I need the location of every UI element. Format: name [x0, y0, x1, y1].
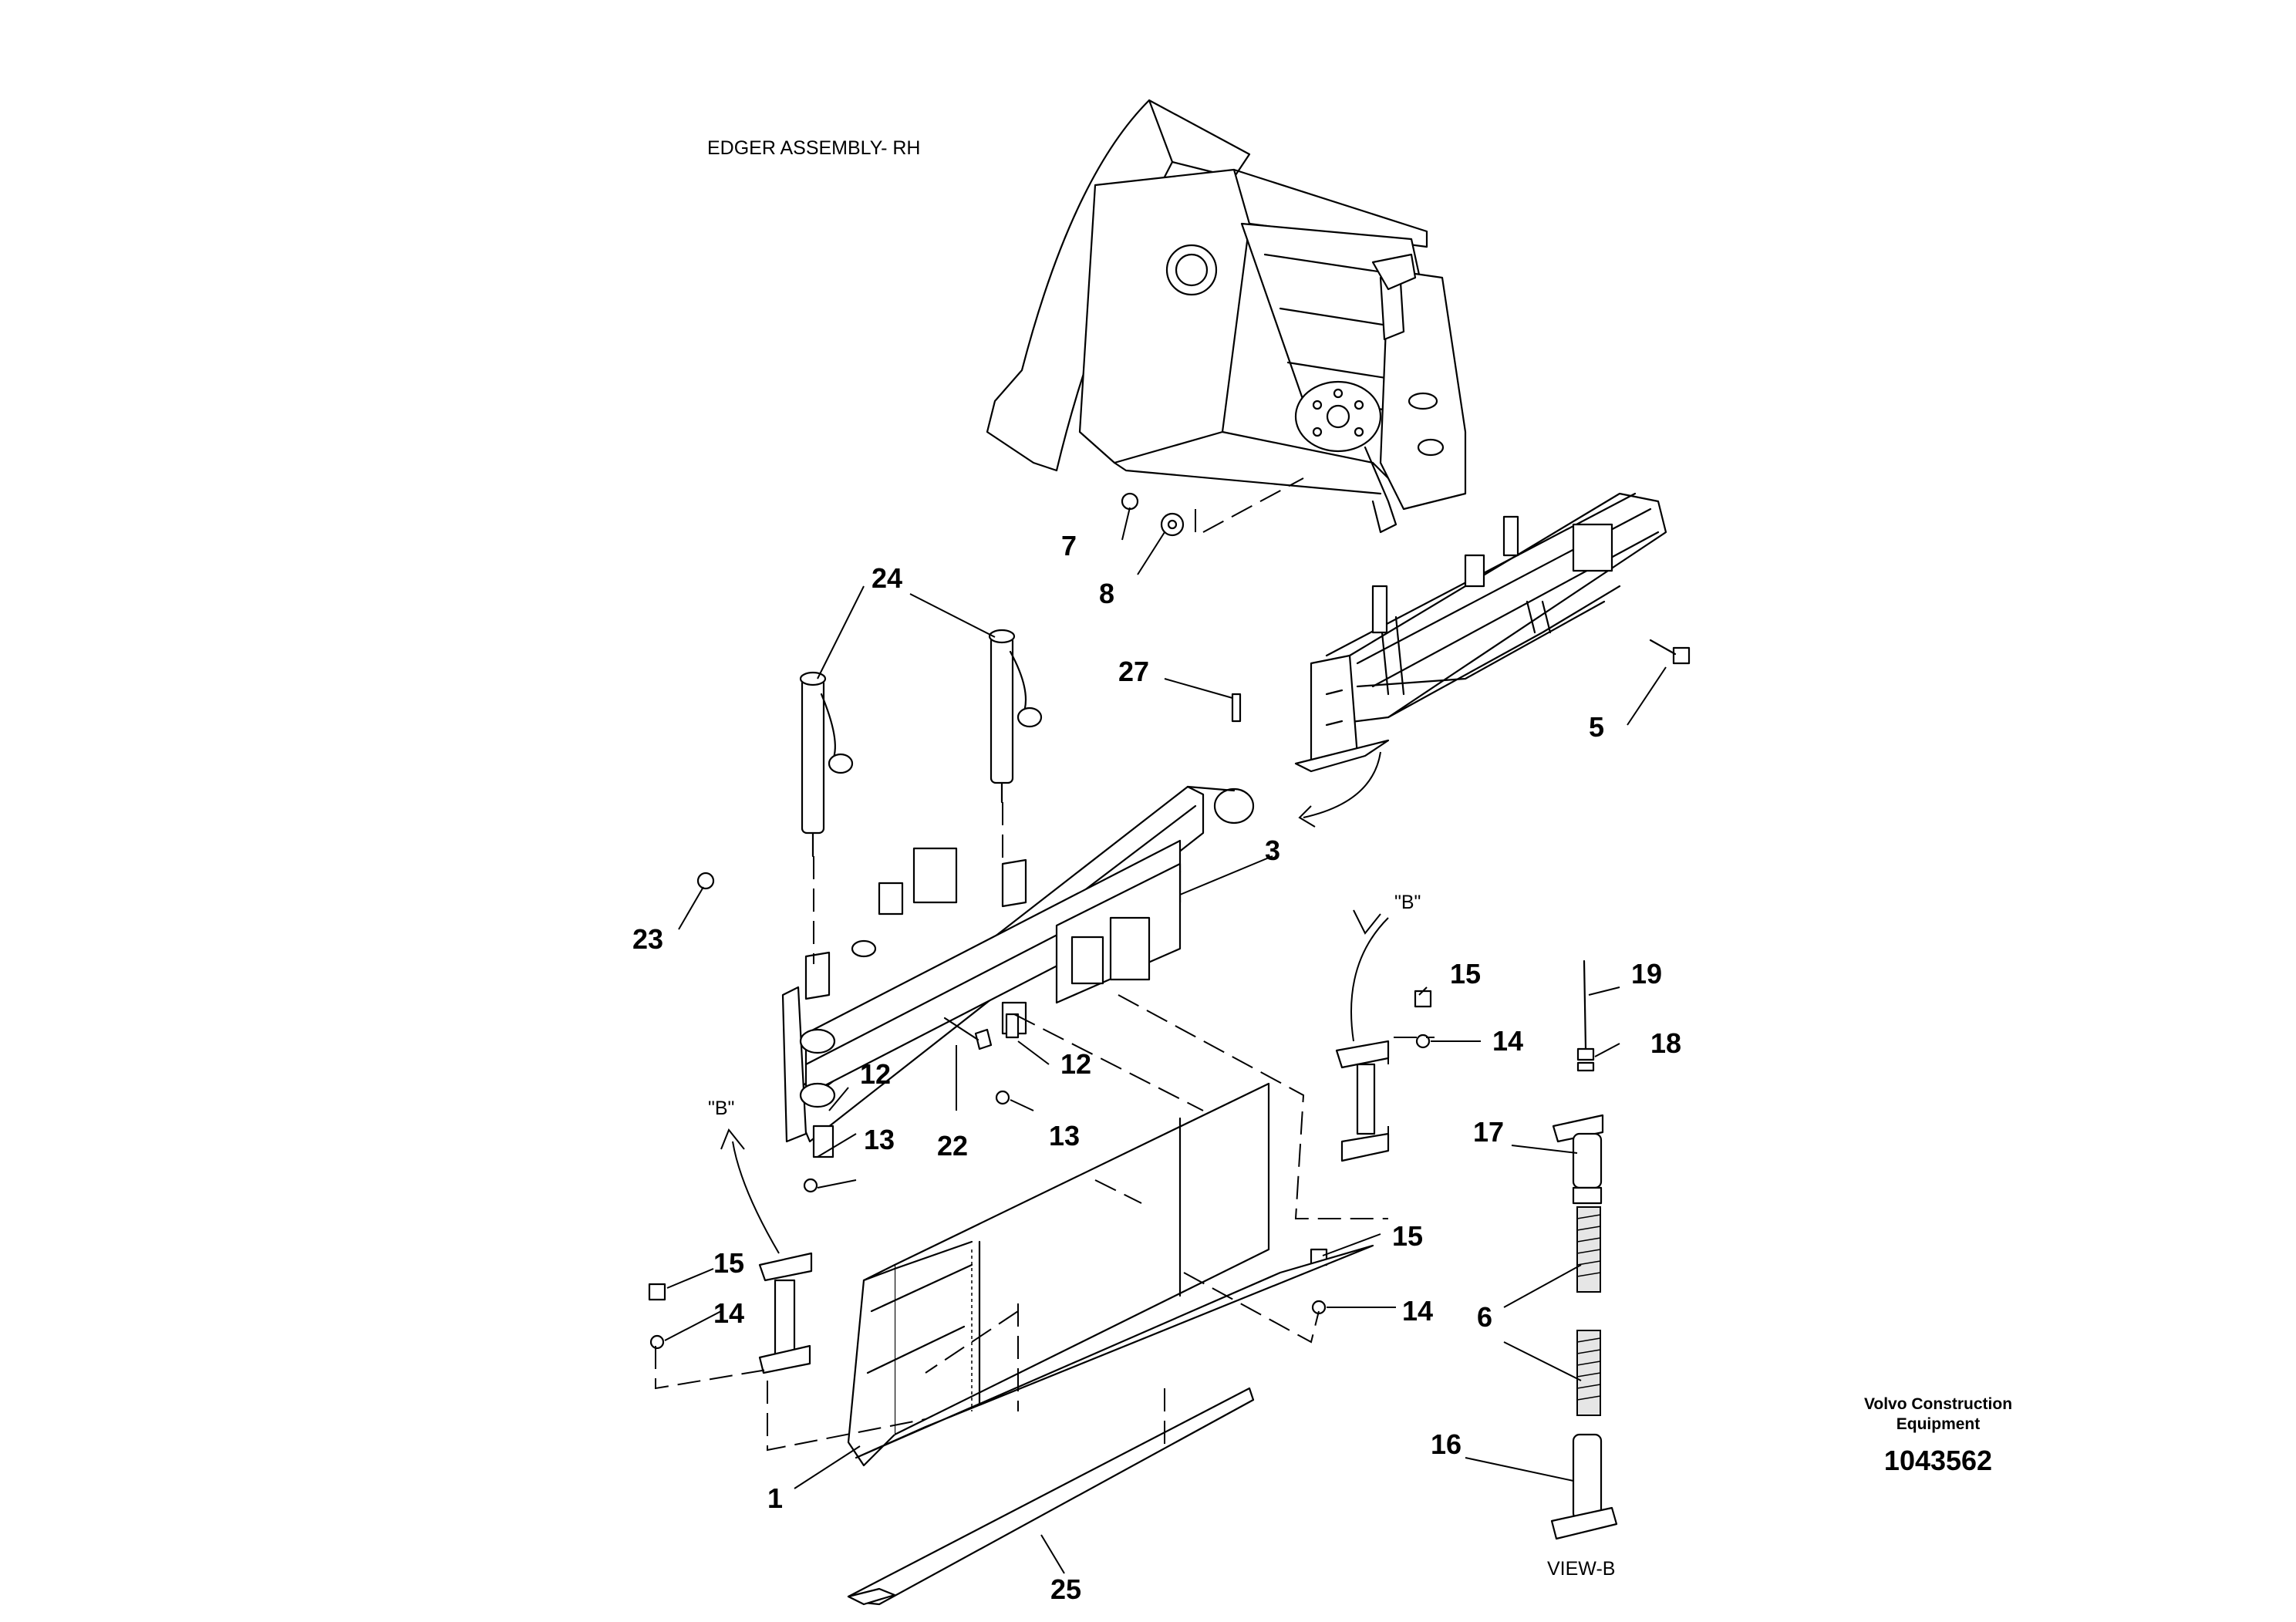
assembly-lines: [655, 477, 1435, 1452]
callout-14-right: 14: [1402, 1295, 1433, 1327]
callout-24: 24: [872, 562, 902, 594]
callout-22: 22: [937, 1130, 968, 1162]
brand-line-2: Equipment: [1896, 1415, 1981, 1433]
callout-8: 8: [1099, 578, 1114, 609]
screed-frame: [986, 99, 1467, 534]
callout-3: 3: [1265, 835, 1280, 866]
callout-15-left: 15: [713, 1247, 744, 1279]
callout-19: 19: [1631, 958, 1662, 990]
diagram-title: EDGER ASSEMBLY- RH: [707, 137, 920, 159]
callout-17: 17: [1473, 1116, 1504, 1148]
callout-7: 7: [1061, 530, 1077, 561]
view-b-label-top: "B": [1394, 892, 1421, 913]
callout-25: 25: [1050, 1573, 1081, 1605]
callout-13-left: 13: [864, 1124, 895, 1155]
callout-16: 16: [1431, 1428, 1462, 1460]
callout-14-top: 14: [1492, 1025, 1523, 1057]
arm-frame-part-3: [781, 785, 1255, 1158]
callout-18: 18: [1650, 1027, 1681, 1059]
brand-line-1: Volvo Construction: [1864, 1395, 2012, 1413]
callout-23: 23: [632, 923, 663, 955]
view-b-caption: VIEW-B: [1547, 1558, 1615, 1580]
skid-part-25: [847, 1387, 1255, 1606]
callout-6: 6: [1477, 1301, 1492, 1333]
leader-lines: [664, 507, 1667, 1574]
callout-13-right: 13: [1049, 1120, 1080, 1152]
stand-b-left: [758, 1252, 813, 1374]
document-number: 1043562: [1884, 1445, 1992, 1476]
callout-15-right: 15: [1392, 1220, 1423, 1252]
end-plate-part-1: [847, 1082, 1374, 1467]
view-b-stand: [1550, 959, 1618, 1540]
callout-27: 27: [1118, 656, 1149, 687]
right-arm-assembly: [1294, 492, 1667, 773]
callout-1: 1: [767, 1482, 783, 1514]
hardware-items: [648, 492, 1691, 1350]
callout-12-right: 12: [1060, 1048, 1091, 1080]
callout-15-top: 15: [1450, 958, 1481, 990]
cylinder-part-24-right: [988, 629, 1043, 804]
callout-5: 5: [1589, 711, 1604, 743]
stand-b-top: [1335, 1040, 1390, 1162]
callout-12-left: 12: [860, 1058, 891, 1090]
view-b-label-left: "B": [708, 1098, 734, 1119]
cylinder-part-24-left: [799, 671, 854, 858]
callout-14-left: 14: [713, 1297, 744, 1329]
